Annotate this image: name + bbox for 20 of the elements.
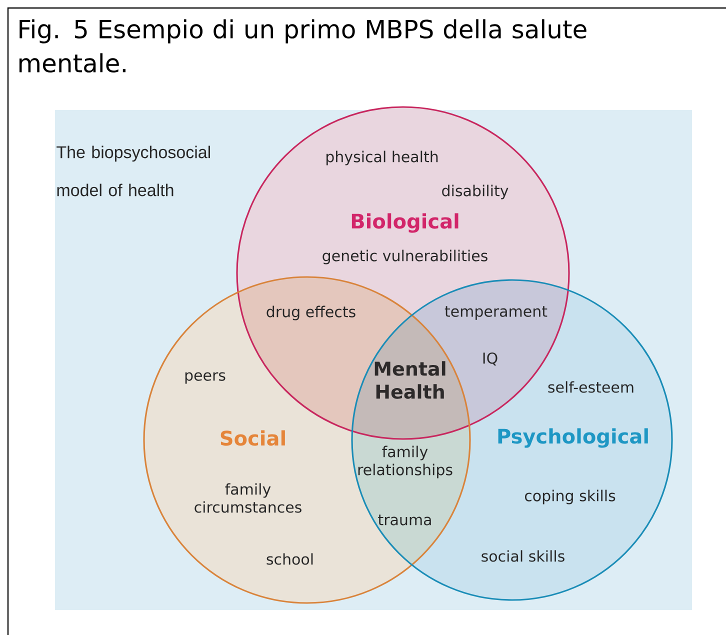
factor-label: social skills bbox=[482, 550, 564, 562]
factor-label: peers bbox=[185, 372, 226, 384]
factor-label: family circumstances bbox=[194, 483, 302, 513]
category-label: Biological bbox=[352, 213, 458, 233]
figure-title: Fig. 5 Esempio di un primo MBPS della salute mentale. bbox=[19, 19, 586, 73]
factor-label: school bbox=[266, 553, 313, 565]
category-label: Psychological bbox=[498, 428, 648, 448]
factor-label: physical health bbox=[326, 150, 438, 166]
factor-label: genetic vulnerabilities bbox=[322, 250, 488, 264]
factor-label: IQ bbox=[483, 352, 498, 366]
factor-label: self-esteem bbox=[548, 381, 634, 393]
factor-label: coping skills bbox=[524, 490, 616, 504]
factor-label: trauma bbox=[378, 514, 431, 526]
model-caption: The biopsychosocial model of health bbox=[56, 146, 210, 196]
factor-label: drug effects bbox=[266, 306, 356, 320]
category-label: Social bbox=[220, 430, 285, 446]
factor-label: family relationships bbox=[358, 446, 452, 478]
center-label: Mental Health bbox=[374, 361, 446, 399]
factor-label: disability bbox=[442, 184, 508, 200]
factor-label: temperament bbox=[444, 306, 548, 320]
